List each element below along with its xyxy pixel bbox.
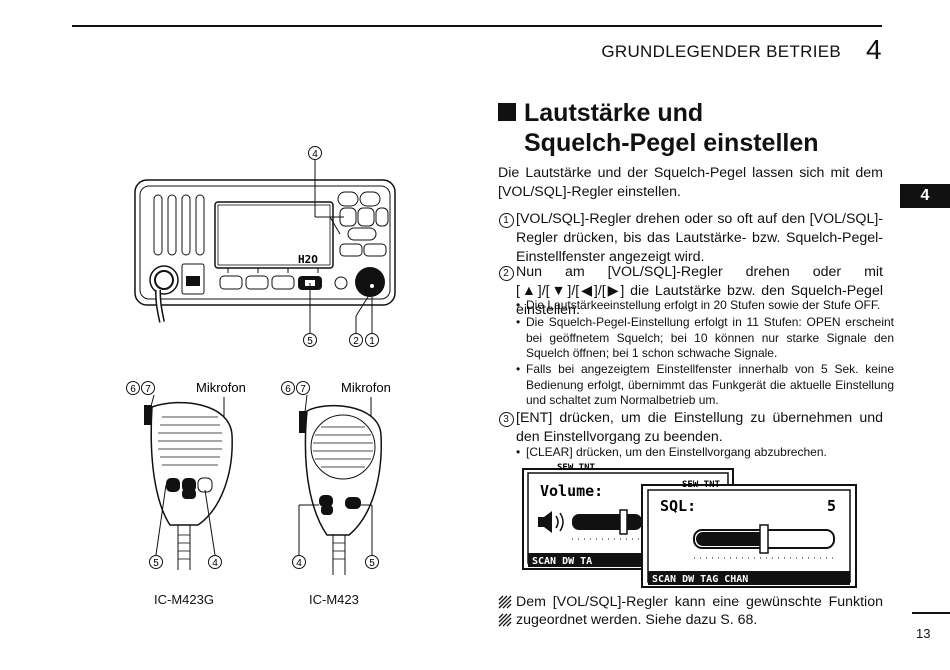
lcd-sql-label: SQL: xyxy=(660,497,696,515)
section-title: GRUNDLEGENDER BETRIEB xyxy=(601,42,841,61)
mic-ic-m423g-illustration: 6 7 Mikrofon 5 4 xyxy=(126,380,246,570)
chapter-number: 4 xyxy=(866,34,882,65)
bullet-item: [CLEAR] drücken, um den Einstellvorgang … xyxy=(516,445,894,461)
svg-text:4: 4 xyxy=(296,558,302,569)
svg-text:6: 6 xyxy=(285,384,291,395)
lcd-bottom-row: SCAN DW TA xyxy=(532,556,592,567)
mic-label: Mikrofon xyxy=(341,380,391,395)
svg-text:4: 4 xyxy=(212,558,218,569)
bullet-item: Falls bei angezeigtem Einstellfenster in… xyxy=(516,362,894,409)
svg-text:7: 7 xyxy=(145,384,151,395)
radio-display-text: H2O xyxy=(298,253,318,266)
lcd-sql-value: 5 xyxy=(827,497,836,515)
page-number: 13 xyxy=(916,626,931,641)
chapter-tab[interactable]: 4 xyxy=(900,184,950,208)
note-icon xyxy=(498,595,512,627)
svg-text:5: 5 xyxy=(153,558,159,569)
svg-text:7: 7 xyxy=(300,384,306,395)
intro-paragraph: Die Lautstärke und der Squelch-Pegel las… xyxy=(498,165,883,200)
page-number-rule xyxy=(912,612,950,614)
svg-text:5: 5 xyxy=(307,336,313,347)
mic-left-model: IC-M423G xyxy=(154,592,214,607)
speaker-icon xyxy=(538,511,564,533)
mic-label: Mikrofon xyxy=(196,380,246,395)
callout-4: 4 xyxy=(308,146,344,235)
lcd-screens: SEW TNT Volume: SCAN DW TA SEW TNT SQL: … xyxy=(522,463,857,588)
svg-text:4: 4 xyxy=(312,149,318,160)
speaker-grille xyxy=(153,194,205,256)
svg-text:5: 5 xyxy=(369,558,375,569)
svg-text:1: 1 xyxy=(369,336,375,347)
bullet-item: Die Lautstärkeeinstellung erfolgt in 20 … xyxy=(516,298,894,314)
step-3: 3 [ENT] drücken, um die Einstellung zu ü… xyxy=(498,409,883,447)
dpad-buttons xyxy=(337,191,389,257)
bullet-item: Die Squelch-Pegel-Einstellung erfolgt in… xyxy=(516,315,894,362)
page-title: Lautstärke und Squelch-Pegel einstellen xyxy=(498,98,898,158)
svg-text:SCAN DW TAG CHAN: SCAN DW TAG CHAN xyxy=(652,574,748,585)
callout-2-1: 2 1 xyxy=(349,296,379,347)
title-square-icon xyxy=(498,103,516,121)
mic-ic-m423-illustration: 6 7 Mikrofon 4 5 xyxy=(281,380,391,575)
lcd-sql-screen: SEW TNT SQL: 5 SCAN DW TAG CHAN xyxy=(641,480,857,588)
step-1: 1 [VOL/SQL]-Regler drehen oder so oft au… xyxy=(498,210,883,267)
mic-right-model: IC-M423 xyxy=(309,592,359,607)
header-rule xyxy=(72,25,882,27)
callout-6-7: 6 7 xyxy=(126,381,155,411)
lcd-top-row: SEW TNT xyxy=(557,463,596,473)
svg-text:SEW TNT: SEW TNT xyxy=(682,480,721,490)
callout-5: 5 xyxy=(303,283,317,347)
lcd-volume-label: Volume: xyxy=(540,482,603,500)
radio-front-illustration: H2O 4 5 xyxy=(134,146,396,347)
callout-6-7: 6 7 xyxy=(281,381,310,413)
note-block: Dem [VOL/SQL]-Regler kann eine gewünscht… xyxy=(498,593,883,629)
svg-text:6: 6 xyxy=(130,384,136,395)
svg-text:2: 2 xyxy=(353,336,359,347)
